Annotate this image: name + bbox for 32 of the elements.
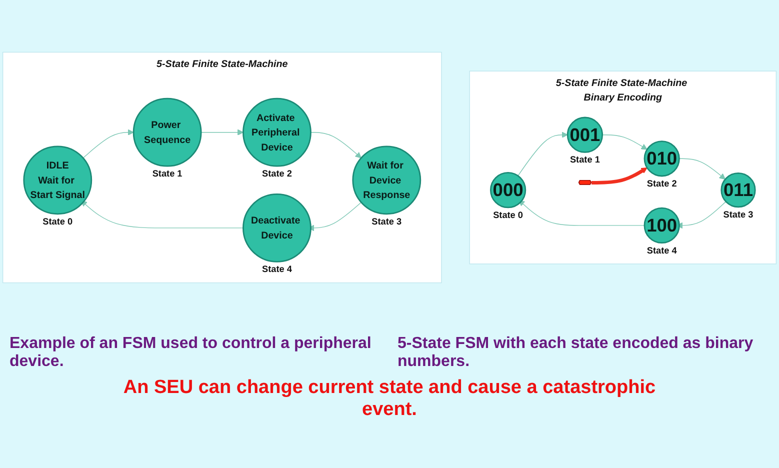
node-circle: Activate Peripheral Device xyxy=(242,98,312,167)
node-circle: 011 xyxy=(720,172,756,208)
panel-caption: 5-State FSM with each state encoded as binary numbers. xyxy=(398,335,754,371)
state-label: State 0 xyxy=(493,210,524,220)
state-label: State 3 xyxy=(372,216,402,226)
panel-caption: Example of an FSM used to control a peripheral device. xyxy=(10,335,372,371)
state-label: State 4 xyxy=(262,264,292,274)
arrow xyxy=(602,134,648,150)
state-label: State 0 xyxy=(42,216,73,226)
arrow xyxy=(200,129,244,136)
node-circle: IDLE Wait for Start Signal xyxy=(23,146,92,215)
node-circle: 001 xyxy=(566,116,604,153)
state-label: State 2 xyxy=(262,168,292,179)
state-label: State 2 xyxy=(646,178,677,189)
state-label: State 4 xyxy=(646,245,677,256)
node-circle: Wait for Device Response xyxy=(352,146,422,215)
state-label: State 3 xyxy=(723,209,754,220)
arrow xyxy=(518,200,645,226)
node-circle: 100 xyxy=(644,207,680,244)
node-circle: 010 xyxy=(644,140,680,177)
arrow xyxy=(518,132,568,176)
node-circle: Power Sequence xyxy=(132,98,202,167)
node-circle: 000 xyxy=(490,172,526,208)
arrow xyxy=(310,132,362,158)
arrow xyxy=(82,129,134,158)
state-label: State 1 xyxy=(152,168,182,179)
node-circle: Deactivate Device xyxy=(242,194,312,262)
arrow xyxy=(80,200,244,228)
arrow xyxy=(591,168,648,185)
warning-note: An SEU can change current state and cause a catastrophic event. xyxy=(122,377,657,421)
arrow xyxy=(678,158,726,180)
state-label: State 1 xyxy=(570,154,600,165)
